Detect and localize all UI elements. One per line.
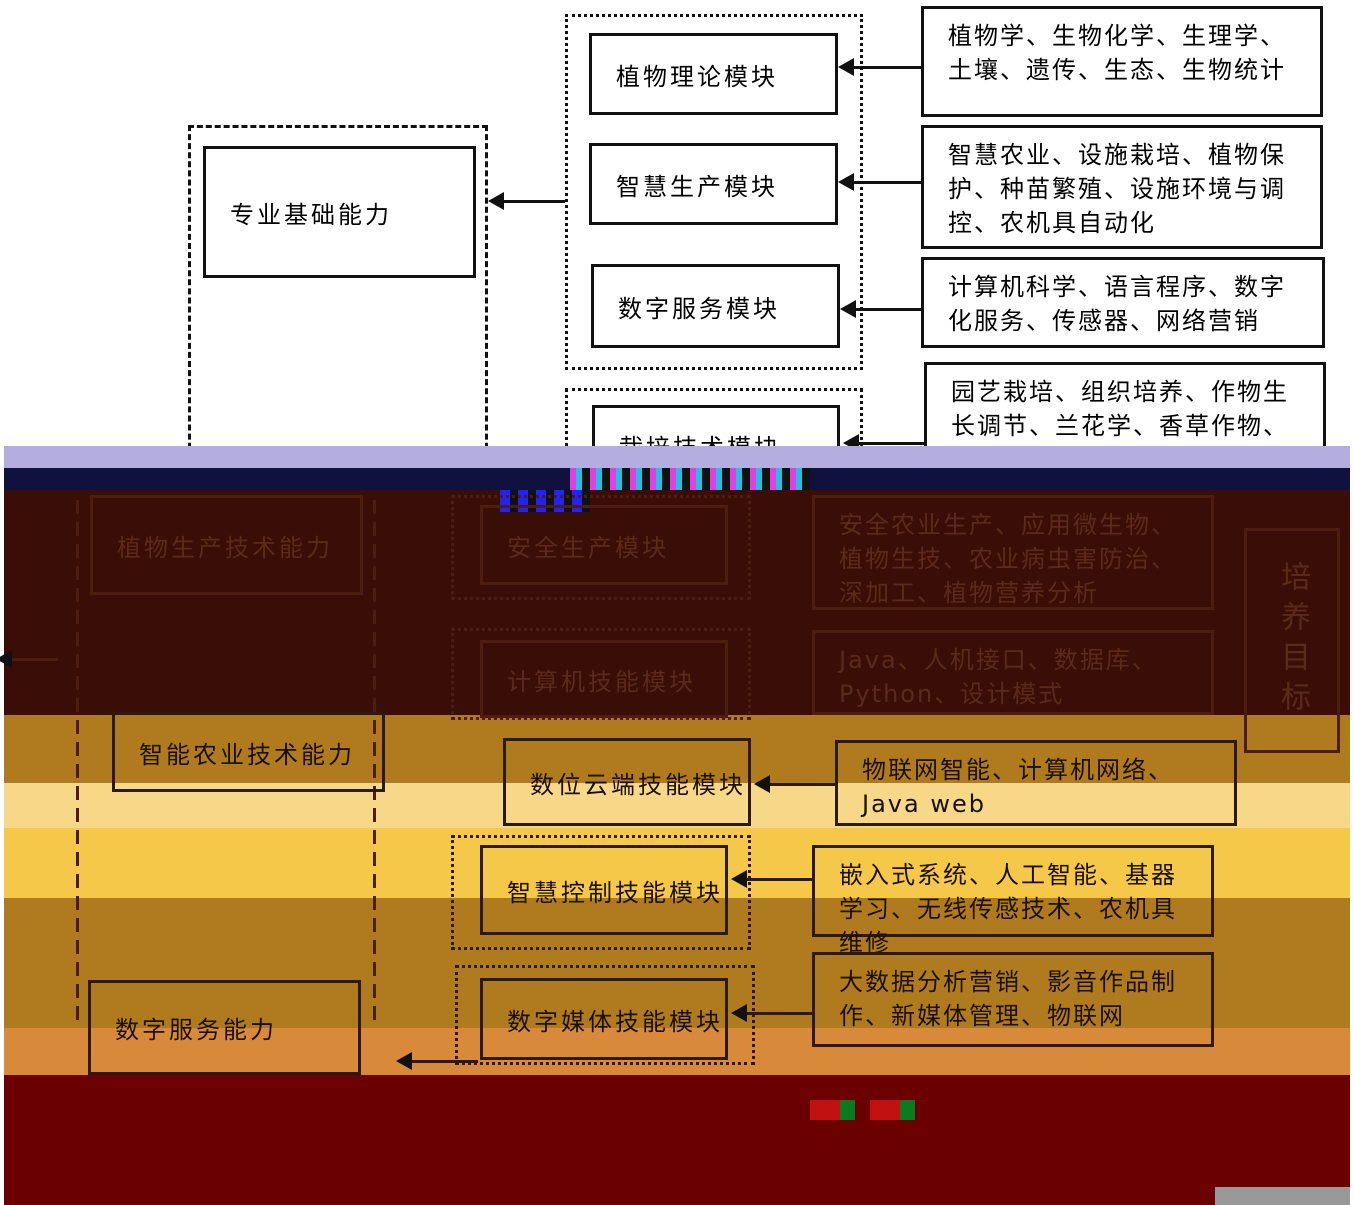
glitch-band-orange (4, 1028, 1350, 1075)
desc-safety-production: 安全农业生产、应用微生物、植物生技、农业病虫害防治、深加工、植物营养分析 (812, 495, 1214, 610)
module-cloud-skill: 数位云端技能模块 (503, 738, 751, 826)
desc-plant-theory: 植物学、生物化学、生理学、土壤、遗传、生态、生物统计 (921, 6, 1323, 117)
module-smart-control: 智慧控制技能模块 (480, 845, 728, 935)
glitch-lavender-band (4, 446, 1350, 468)
module-group-frame-1 (565, 14, 863, 370)
module-frame-computer (451, 628, 751, 720)
module-smart-production: 智慧生产模块 (589, 143, 838, 225)
desc-smart-production: 智慧农业、设施栽培、植物保护、种苗繁殖、设施环境与调控、农机具自动化 (921, 125, 1323, 249)
goal-box: 培养目标 (1244, 528, 1340, 753)
capability-smart-agriculture: 智能农业技术能力 (112, 712, 385, 792)
arrow-media-to-capability (396, 1052, 478, 1070)
arrow-smart (838, 173, 921, 191)
glitch-band-ochre (4, 715, 1350, 783)
arrow-control (731, 870, 812, 888)
glitch-gray-block (1215, 1187, 1350, 1205)
capability-professional-foundation: 专业基础能力 (203, 146, 476, 278)
capability-digital-service: 数字服务能力 (88, 980, 361, 1075)
glitch-band-maroon (4, 1075, 1350, 1205)
desc-digital-service: 计算机科学、语言程序、数字化服务、传感器、网络营销 (921, 257, 1325, 348)
glitch-band-ochre-2 (4, 898, 1350, 1028)
desc-computer-skill: Java、人机接口、数据库、Python、设计模式 (812, 630, 1214, 715)
module-frame-media (455, 965, 755, 1065)
module-frame-control (451, 835, 751, 950)
module-digital-media: 数字媒体技能模块 (480, 978, 728, 1060)
glitch-band-yellow (4, 828, 1350, 898)
dash-left-lower (76, 500, 79, 1020)
module-plant-theory: 植物理论模块 (589, 33, 838, 115)
arrow-theory (838, 58, 921, 76)
arrow-lower-left (0, 650, 58, 668)
arrow-media (731, 1004, 812, 1022)
glitch-noise-2 (570, 468, 810, 490)
module-computer-skill: 计算机技能模块 (480, 640, 728, 718)
arrow-cultivation (843, 434, 924, 452)
capability-plant-production: 植物生产技术能力 (90, 495, 363, 595)
desc-smart-control: 嵌入式系统、人工智能、基器学习、无线传感技术、农机具维修 (812, 845, 1214, 957)
arrow-digital (840, 300, 921, 318)
arrow-cloud (754, 775, 835, 793)
glitch-band-dark-red (4, 490, 1350, 715)
glitch-noise-3 (810, 1100, 920, 1120)
module-safety-production: 安全生产模块 (480, 505, 728, 585)
dash-right-lower (373, 500, 376, 1020)
module-frame-safety (451, 495, 751, 600)
desc-cloud-skill: 物联网智能、计算机网络、Java web (835, 740, 1237, 826)
module-digital-service: 数字服务模块 (591, 264, 840, 348)
desc-digital-media: 大数据分析营销、影音作品制作、新媒体管理、物联网 (812, 952, 1214, 1047)
arrow-module-to-capability (488, 192, 565, 210)
